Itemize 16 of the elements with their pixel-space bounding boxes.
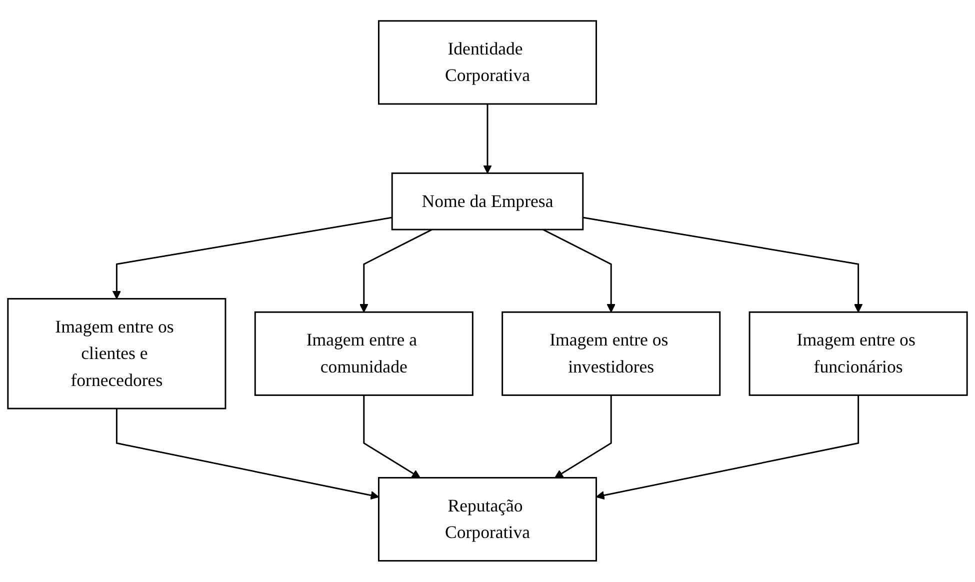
arrow [483, 104, 492, 174]
node-box: Identidade Corporativa [378, 20, 598, 105]
node-box: Reputação Corporativa [378, 477, 598, 562]
arrow [112, 216, 392, 300]
node-box: Imagem entre os funcionários [748, 312, 968, 396]
arrow [116, 408, 380, 500]
node-box: Imagem entre os investidores [502, 312, 721, 396]
node-box: Imagem entre os clientes e fornecedores [7, 298, 226, 410]
node-box: Nome da Empresa [391, 172, 584, 230]
arrow [360, 229, 432, 313]
arrow [542, 229, 616, 313]
arrow [596, 395, 860, 500]
arrow [363, 395, 420, 478]
arrow [554, 395, 612, 478]
arrow [582, 216, 863, 313]
node-box: Imagem entre a comunidade [254, 312, 474, 396]
